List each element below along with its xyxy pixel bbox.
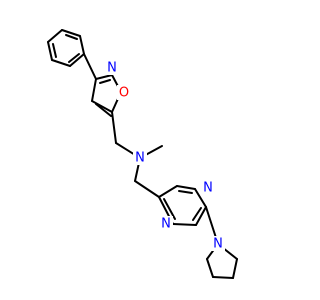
pyrimidine-nitrogen-label: N <box>161 217 171 232</box>
bond <box>172 223 197 226</box>
atom-pyrrolidine-n: N <box>211 236 225 252</box>
bond <box>79 35 85 55</box>
bond <box>176 185 196 190</box>
bond <box>91 78 97 102</box>
aromatic-inner-bond <box>65 34 78 40</box>
bond <box>91 100 113 113</box>
atom-pyrimidine-n-upper: N <box>201 180 215 196</box>
bond <box>206 258 214 278</box>
isoxazole-nitrogen-label: N <box>107 61 117 76</box>
bond <box>61 29 81 37</box>
atom-isoxazole-o: O <box>117 85 131 101</box>
amine-nitrogen-label: N <box>135 151 145 166</box>
bond <box>47 41 53 61</box>
aromatic-inner-bond <box>52 43 57 58</box>
atom-pyrimidine-n-lower: N <box>159 216 173 232</box>
atom-amine-n: N <box>133 150 147 166</box>
ch2-pyrimidine-bond <box>134 180 160 198</box>
bond <box>158 185 178 198</box>
bond <box>69 53 85 67</box>
bond <box>51 59 71 67</box>
bond <box>95 74 113 80</box>
bond <box>212 276 234 279</box>
molecule-structure: N O N N N N <box>47 29 238 279</box>
isoxazole-ring <box>91 74 122 117</box>
isoxazole-ch2-bond <box>111 111 117 144</box>
aromatic-inner-bond <box>68 53 80 63</box>
aromatic-inner-bond <box>192 207 202 221</box>
bond <box>195 206 207 226</box>
bond <box>232 258 238 279</box>
double-bond-inner <box>95 103 112 117</box>
double-bond-inner <box>99 79 111 84</box>
pyrrolidine-nitrogen-label: N <box>213 237 223 252</box>
isoxazole-oxygen-label: O <box>119 86 129 101</box>
aromatic-inner-bond <box>178 190 193 194</box>
phenyl-isoxazole-bond <box>83 53 97 80</box>
bond <box>194 188 207 208</box>
aromatic-inner-bond <box>163 198 176 220</box>
bond <box>47 29 63 43</box>
atom-isoxazole-n: N <box>105 60 119 76</box>
phenyl-ring <box>47 29 85 67</box>
pyrimidine-nitrogen-label: N <box>203 181 213 196</box>
